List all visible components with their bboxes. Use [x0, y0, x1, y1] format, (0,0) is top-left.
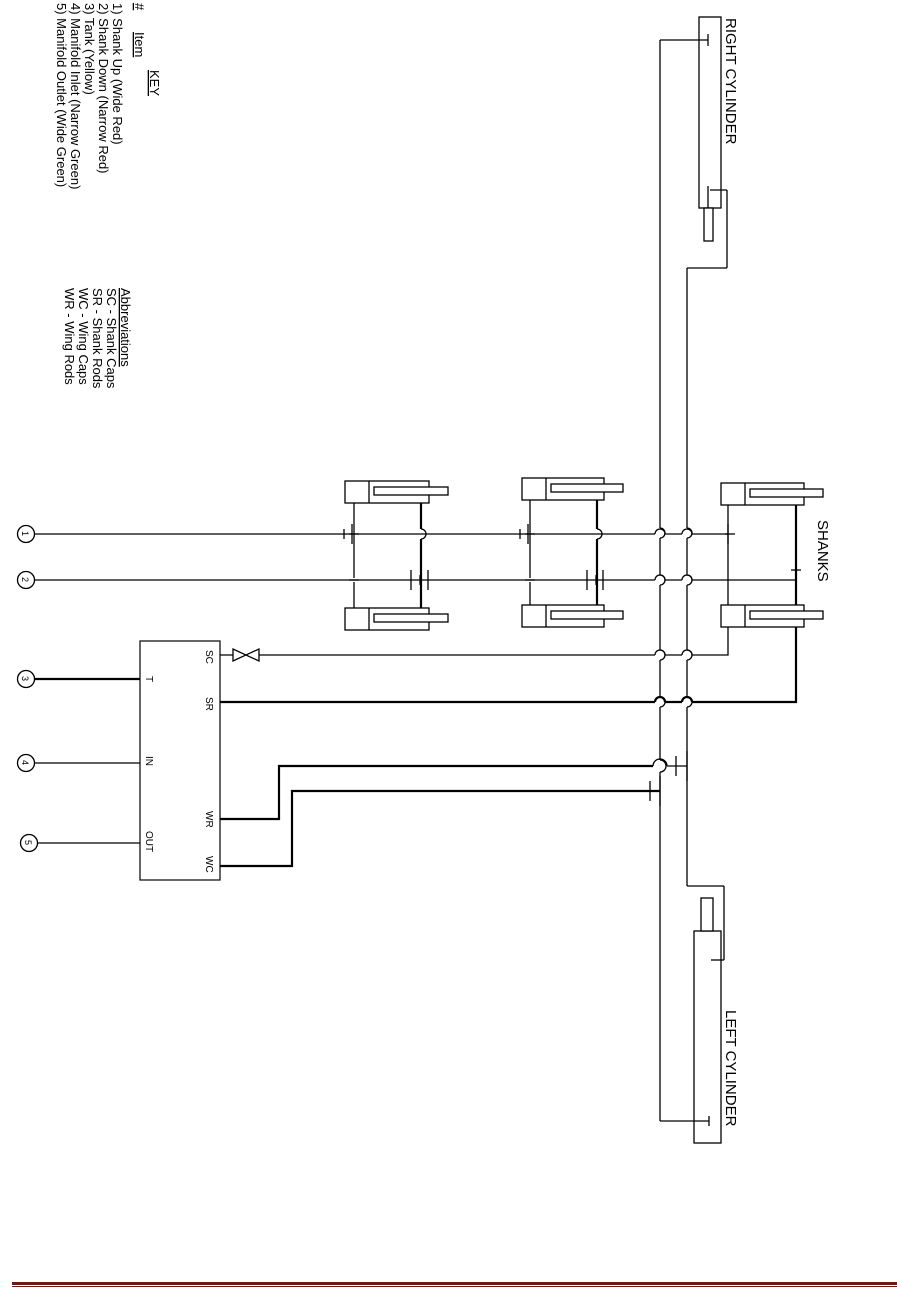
sc-line	[220, 627, 729, 663]
svg-text:2: 2	[20, 577, 30, 582]
circle-5: 5	[19, 833, 39, 853]
sr-line	[220, 627, 798, 704]
shank-cylinder-bottom-3	[720, 604, 824, 628]
shank-cylinder-bottom-2	[521, 604, 624, 628]
manifold-block: SC SR WR WC T IN OUT	[139, 640, 221, 881]
wc-line	[220, 776, 661, 868]
key-num-header: #	[132, 3, 147, 11]
line-2-shank-down	[35, 574, 796, 581]
key-item-4: 4) Manifold Inlet (Narrow Green)	[68, 3, 83, 189]
port-label-wc: WC	[203, 856, 214, 873]
key-item-2: 2) Shank Down (Narrow Red)	[96, 3, 111, 174]
abbreviations-legend: Abbreviations SC - Shank Caps SR - Shank…	[62, 288, 133, 389]
key-item-3: 3) Tank (Yellow)	[82, 3, 97, 95]
port-label-in: IN	[143, 756, 154, 766]
port-label-out: OUT	[143, 831, 154, 852]
wr-line	[220, 751, 688, 821]
circle-1: 1	[16, 524, 36, 544]
abbreviation-sr: SR - Shank Rods	[90, 288, 105, 389]
line-1-shank-up	[35, 528, 728, 535]
shank-cylinder-top-2	[521, 477, 624, 501]
abbreviation-wr: WR - Wing Rods	[62, 288, 77, 385]
key-item-5: 5) Manifold Outlet (Wide Green)	[54, 3, 69, 187]
key-legend: KEY # Item 1) Shank Up (Wide Red) 2) Sha…	[54, 3, 162, 189]
key-title: KEY	[147, 70, 162, 96]
port-label-t: T	[143, 676, 154, 682]
shanks-label: SHANKS	[814, 520, 831, 582]
shank-cylinder-top-1	[344, 480, 449, 504]
right-cylinder	[660, 16, 728, 269]
manifold-inlet-lines	[35, 677, 140, 844]
svg-text:3: 3	[20, 676, 30, 681]
port-label-sr: SR	[203, 697, 214, 711]
right-cylinder-label: RIGHT CYLINDER	[722, 18, 739, 145]
circle-2: 2	[16, 570, 36, 590]
svg-text:4: 4	[20, 760, 30, 765]
valve-icon	[232, 647, 260, 663]
svg-text:5: 5	[23, 840, 33, 845]
key-item-header: Item	[132, 32, 147, 57]
circle-4: 4	[16, 753, 36, 773]
shank-hoses	[343, 500, 801, 608]
key-item-1: 1) Shank Up (Wide Red)	[110, 3, 125, 145]
left-cylinder-label: LEFT CYLINDER	[722, 1010, 739, 1127]
abbreviations-title: Abbreviations	[118, 288, 133, 367]
abbreviation-sc: SC - Shank Caps	[104, 288, 119, 389]
shank-cylinder-bottom-1	[344, 607, 449, 631]
shank-cylinder-top-3	[720, 482, 824, 506]
port-label-wr: WR	[203, 811, 214, 828]
abbreviation-wc: WC - Wing Caps	[76, 288, 91, 385]
left-cylinder	[660, 885, 725, 1144]
svg-text:1: 1	[20, 531, 30, 536]
circle-3: 3	[16, 669, 36, 689]
port-label-sc: SC	[203, 650, 214, 664]
footer-rule	[12, 1282, 897, 1287]
